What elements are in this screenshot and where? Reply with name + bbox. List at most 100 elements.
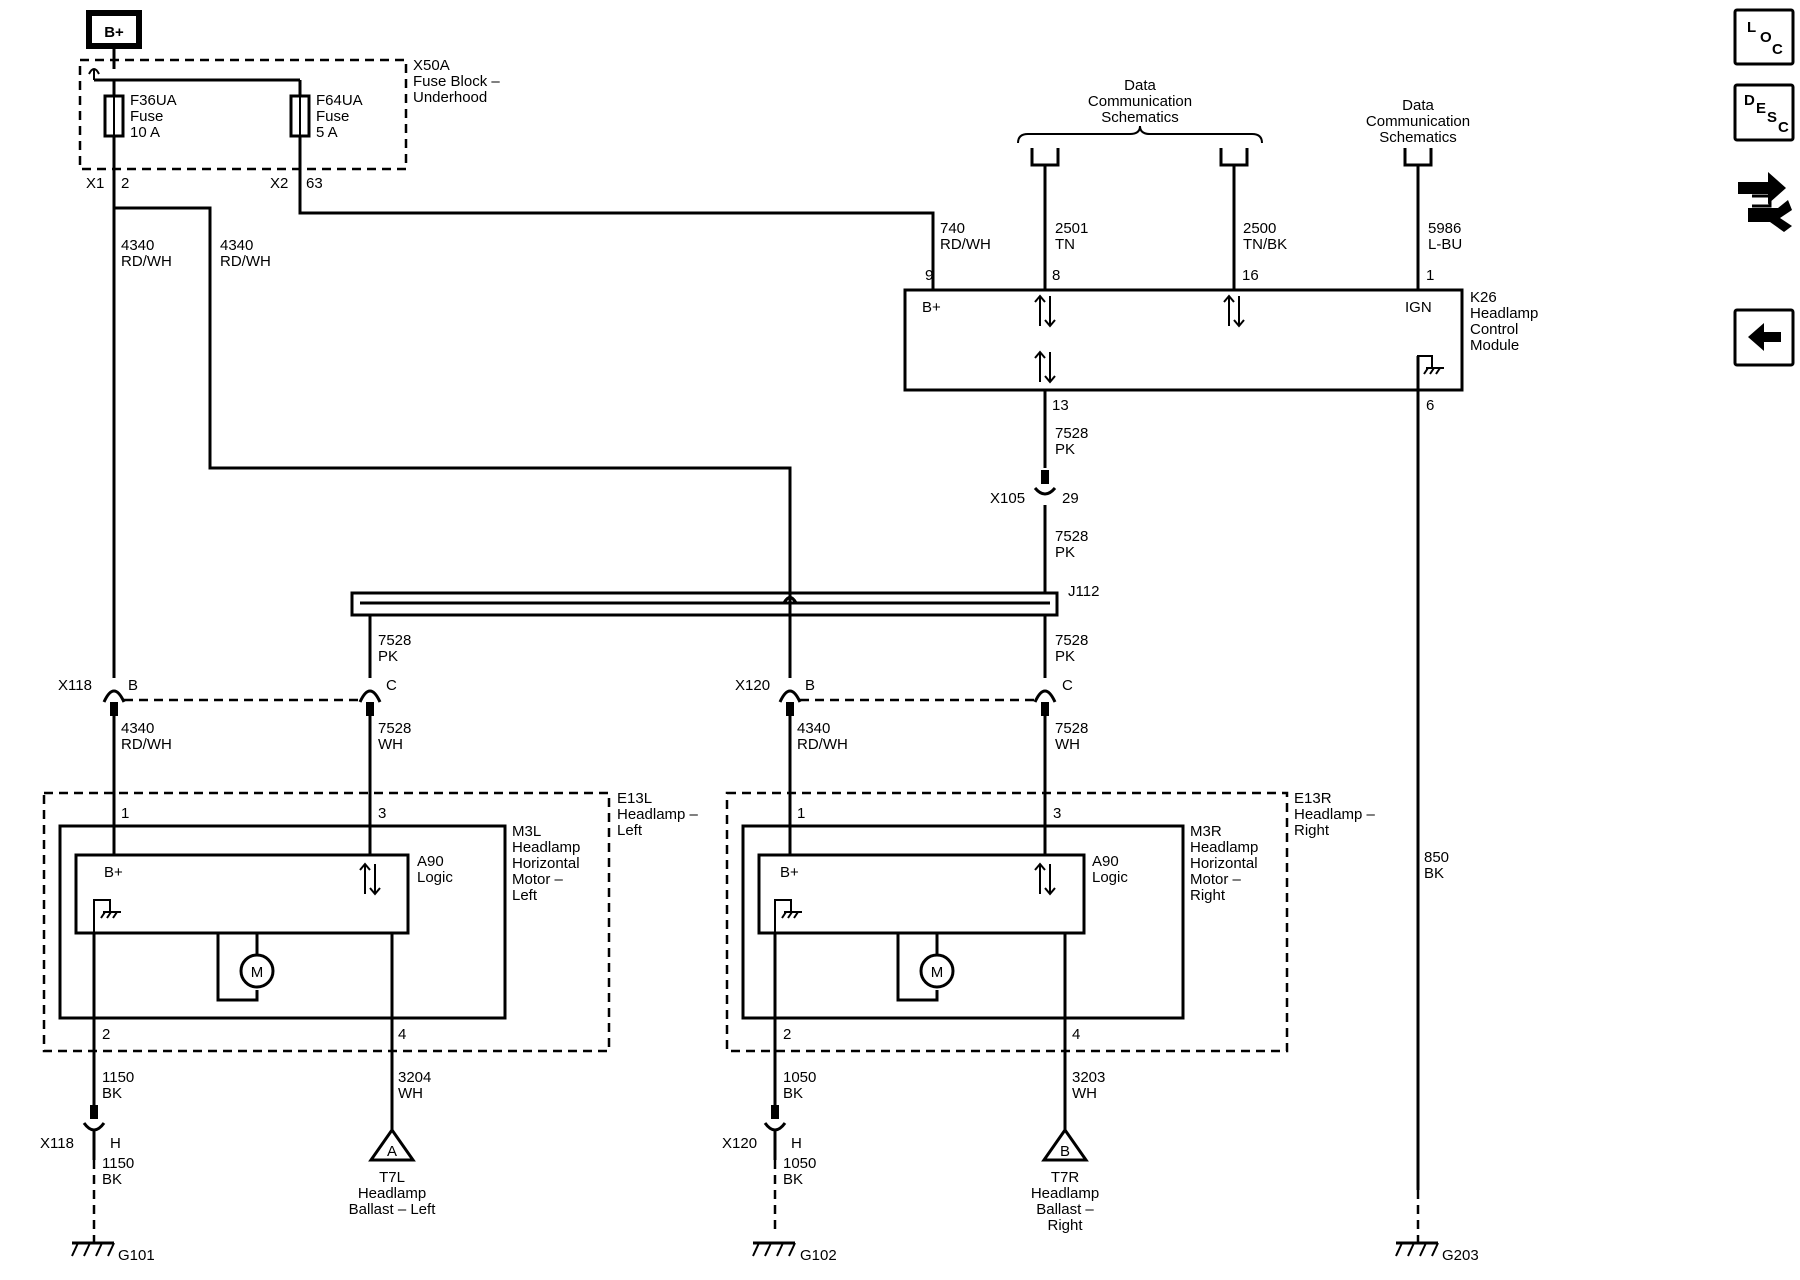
wire-label: WH	[1055, 736, 1080, 753]
module-name-2: Control	[1470, 321, 1518, 338]
fuse-b-connector: X2	[270, 175, 288, 192]
connector-end-view-icon[interactable]	[1738, 172, 1792, 232]
data-communication-ref-1: Data Communication Schematics	[1017, 77, 1263, 167]
battery-positive-source: B+	[86, 10, 142, 69]
triangle-reference-icon: B	[1041, 1127, 1089, 1162]
wire-label: 7528	[1055, 425, 1088, 442]
module-ign-label: IGN	[1405, 299, 1432, 316]
wire-label: 2500	[1243, 220, 1276, 237]
ballast-name-2: Ballast –	[1036, 1201, 1094, 1218]
pin-label: 1	[797, 805, 805, 822]
motor-name-1: Headlamp	[1190, 839, 1258, 856]
ballast-name-2: Ballast – Left	[349, 1201, 437, 1218]
module-pin-label: 16	[1242, 267, 1259, 284]
wire-labels-upper: 4340 RD/WH 4340 RD/WH 740 RD/WH 2501 TN …	[121, 220, 1462, 270]
wire-label: RD/WH	[220, 253, 271, 270]
pin-label: 4	[1072, 1026, 1080, 1043]
connector-ref: X105	[990, 490, 1025, 507]
wire-routing	[112, 165, 1420, 1190]
wire-label: 1150	[102, 1069, 134, 1086]
loc-letter: L	[1747, 19, 1756, 36]
fuse-b-rating: 5 A	[316, 124, 338, 141]
bottom-wiring-left: 1150 BK X118 H 1150 BK 3204 WH A T7L Hea…	[40, 1069, 436, 1235]
headlamp-left-e13l: E13L Headlamp – Left 1 3 M3L Headlamp Ho…	[42, 790, 699, 1140]
connector-x105: 7528 PK X105 29 7528 PK	[990, 425, 1088, 561]
fuse-block-x50a: X50A Fuse Block – Underhood F36UA Fuse 1…	[78, 57, 500, 213]
fuse-a-connector: X1	[86, 175, 104, 192]
splice-ref: J112	[1068, 583, 1099, 600]
wire-label: 7528	[1055, 528, 1088, 545]
pin-label: 2	[102, 1026, 110, 1043]
pin-label: 3	[1053, 805, 1061, 822]
headlamp-ref: E13R	[1294, 790, 1332, 807]
wire-label: 5986	[1428, 220, 1461, 237]
loc-letter: O	[1760, 29, 1772, 46]
wire-label: 4340	[797, 720, 830, 737]
module-pin-label: 13	[1052, 397, 1069, 414]
ballast-name-3: Right	[1047, 1217, 1083, 1234]
wire-label: L-BU	[1428, 236, 1462, 253]
ground-label: G203	[1442, 1247, 1479, 1264]
wire-label: 7528	[1055, 720, 1088, 737]
motor-name-2: Horizontal	[1190, 855, 1258, 872]
wire-label: BK	[1424, 865, 1444, 882]
wire-label: 7528	[378, 720, 411, 737]
connector-pin: B	[128, 677, 138, 694]
connector-pin: C	[1062, 677, 1073, 694]
data-comm-1-line2: Communication	[1088, 93, 1192, 110]
data-comm-2-line2: Communication	[1366, 113, 1470, 130]
wire-labels-mid: 7528 PK 7528 PK	[378, 632, 1088, 665]
module-pin-label: 9	[925, 267, 933, 284]
internal-ground-icon	[93, 899, 121, 933]
motor-symbol: M	[931, 964, 944, 981]
splice-pack-j112: J112	[350, 583, 1099, 617]
data-communication-ref-2: Data Communication Schematics	[1366, 97, 1470, 167]
wire-label: 4340	[121, 237, 154, 254]
fuse-b-type: Fuse	[316, 108, 349, 125]
fuse-a-rating: 10 A	[130, 124, 160, 141]
fuse-a-type: Fuse	[130, 108, 163, 125]
pin-label: 2	[783, 1026, 791, 1043]
ground-label: G102	[800, 1247, 837, 1264]
desc-letter: S	[1767, 109, 1777, 126]
wire-label: WH	[398, 1085, 423, 1102]
fuse-b-pin: 63	[306, 175, 323, 192]
bidirectional-arrow-icon	[1034, 350, 1056, 384]
ground-g101: G101	[71, 1235, 155, 1264]
wire-label: BK	[783, 1085, 803, 1102]
location-button[interactable]: L O C	[1733, 8, 1795, 66]
wire-label: 4340	[220, 237, 253, 254]
headlamp-name-1: Headlamp –	[617, 806, 699, 823]
desc-letter: C	[1778, 119, 1789, 136]
motor-ref: M3L	[512, 823, 541, 840]
fuse-a-ref: F36UA	[130, 92, 177, 109]
wire-label: 3203	[1072, 1069, 1105, 1086]
motor-ref: M3R	[1190, 823, 1222, 840]
module-pin-label: 8	[1052, 267, 1060, 284]
wire-label: 1050	[783, 1155, 816, 1172]
wire-label: BK	[783, 1171, 803, 1188]
triangle-reference-icon: A	[368, 1127, 416, 1162]
motor-name-3: Motor –	[512, 871, 564, 888]
module-name-1: Headlamp	[1470, 305, 1538, 322]
data-comm-1-line1: Data	[1124, 77, 1156, 94]
wire-label: PK	[1055, 544, 1075, 561]
ballast-ref: T7R	[1051, 1169, 1080, 1186]
wire-label: WH	[378, 736, 403, 753]
module-name-3: Module	[1470, 337, 1519, 354]
logic-ref: A90	[1092, 853, 1119, 870]
connector-pin: H	[110, 1135, 121, 1152]
connector-pin: 29	[1062, 490, 1079, 507]
motor-name-1: Headlamp	[512, 839, 580, 856]
connector-ref: X118	[58, 677, 92, 694]
wire-label: 1150	[102, 1155, 134, 1172]
ballast-name-1: Headlamp	[358, 1185, 426, 1202]
data-comm-1-line3: Schematics	[1101, 109, 1179, 126]
description-button[interactable]: D E S C	[1733, 83, 1795, 142]
wire-label: RD/WH	[121, 253, 172, 270]
motor-name-2: Horizontal	[512, 855, 580, 872]
connector-ref: X118	[40, 1135, 74, 1152]
back-arrow-icon[interactable]	[1733, 308, 1795, 367]
motor-name-4: Left	[512, 887, 538, 904]
wire-label: BK	[102, 1171, 122, 1188]
